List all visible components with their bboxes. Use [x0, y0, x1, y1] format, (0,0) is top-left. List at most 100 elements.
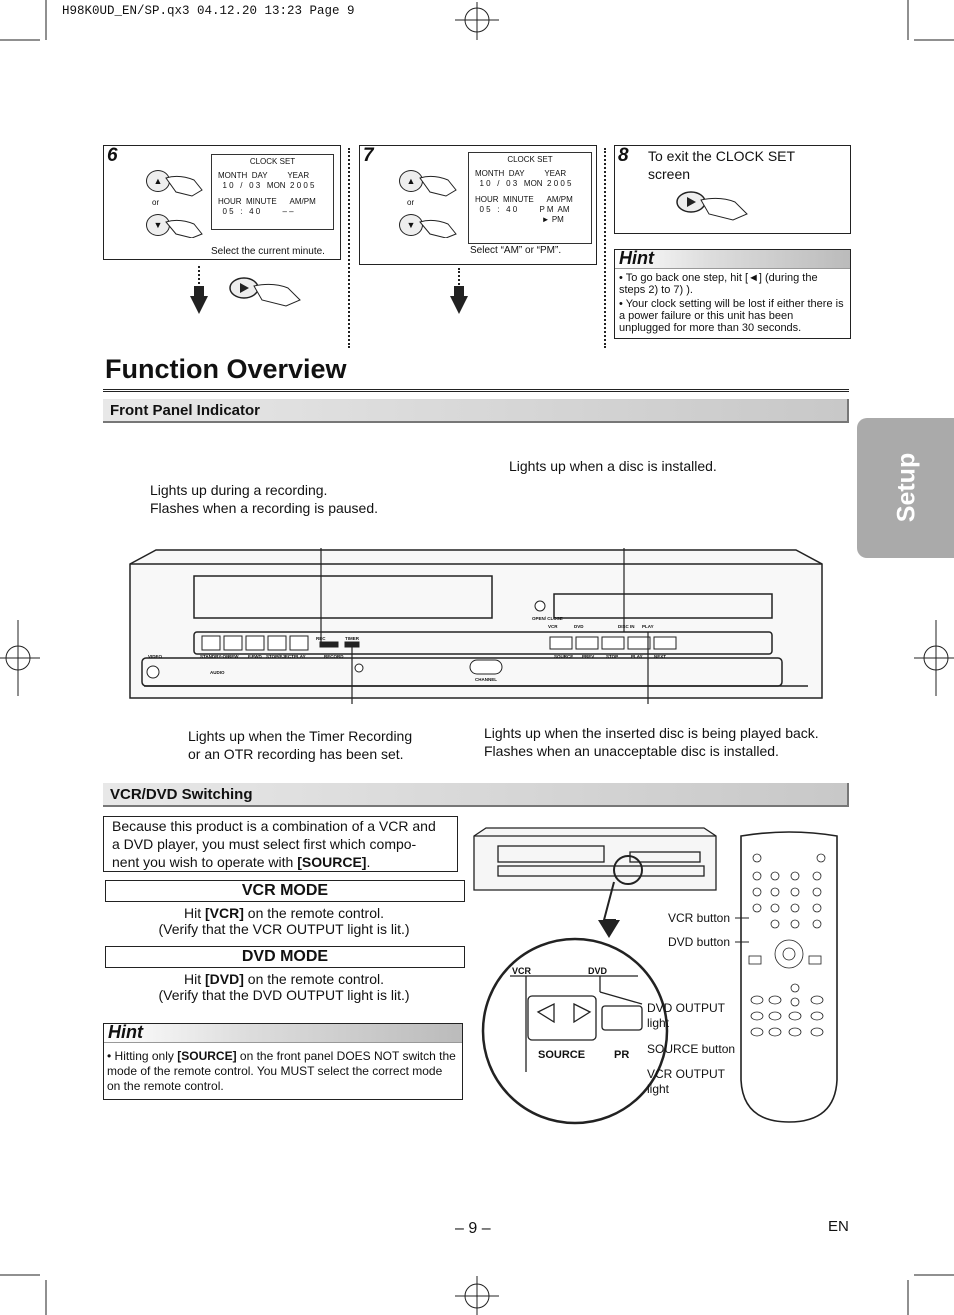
text: on the front panel DOES NOT switch the m… — [107, 1049, 456, 1093]
lcd-line: ► PM — [475, 215, 564, 224]
lcd-title: CLOCK SET — [249, 157, 296, 166]
step-6-panel: 6 ▲ or ▼ CLOCK SET MONTH DAY YEAR 1 0 / … — [103, 145, 341, 260]
zoom-vcr-label: VCR — [512, 966, 532, 976]
lcd-line: HOUR MINUTE AM/PM — [218, 197, 316, 206]
lcd-line: 0 5 : 4 0 – – — [218, 207, 294, 216]
hint-header — [104, 1024, 462, 1043]
label-source: SOURCE — [554, 654, 573, 659]
hint-header — [615, 250, 850, 269]
step-8-text: screen — [648, 166, 691, 182]
hint-box: Hint • Hitting only [SOURCE] on the fron… — [103, 1022, 463, 1100]
callout-timer-2: or an OTR recording has been set. — [188, 746, 404, 762]
step-7-caption: Select “AM” or “PM”. — [470, 245, 562, 256]
section-title: VCR/DVD Switching — [110, 786, 253, 803]
intro-line: a DVD player, you must select first whic… — [112, 836, 417, 852]
source-keyword: [SOURCE] — [297, 854, 367, 870]
clock-set-display: CLOCK SET MONTH DAY YEAR 1 0 / 0 3 MON 2… — [468, 152, 592, 244]
vcr-mode-title: VCR MODE — [105, 880, 465, 902]
side-tab: Setup — [857, 418, 954, 558]
intro-line: nent you wish to operate with — [112, 854, 298, 870]
dvd-mode-title: DVD MODE — [105, 946, 465, 968]
label-rew: REW — [228, 654, 239, 659]
clock-set-display: CLOCK SET MONTH DAY YEAR 1 0 / 0 3 MON 2… — [211, 154, 334, 230]
step-7-panel: 7 ▲ or ▼ CLOCK SET MONTH DAY YEAR 1 0 / … — [359, 145, 597, 265]
label-record: RECORD — [324, 654, 344, 659]
label-disc-in: DISC IN — [618, 624, 635, 629]
play-button-press-icon — [229, 277, 301, 307]
dvd-output-callout: DVD OUTPUT — [647, 1001, 725, 1015]
hint-title: Hint — [619, 248, 654, 268]
label-vcr: VCR — [548, 624, 558, 629]
lcd-line: 1 0 / 0 3 MON 2 0 0 5 — [475, 179, 572, 188]
dvd-button-callout: DVD button — [668, 935, 731, 949]
lcd-line: 1 0 / 0 3 MON 2 0 0 5 — [218, 181, 315, 190]
text: on the remote control. — [243, 905, 384, 921]
section-title: Front Panel Indicator — [110, 402, 261, 419]
unit-zoom-drawing: VCR DVD SOURCE PR — [473, 827, 717, 1125]
step-6-caption: Select the current minute. — [211, 246, 325, 257]
dvd-output-callout: light — [647, 1016, 670, 1030]
page-title: Function Overview — [105, 354, 347, 384]
dotted-line — [348, 148, 350, 348]
lcd-line: MONTH DAY YEAR — [218, 171, 310, 180]
lcd-line: HOUR MINUTE AM/PM — [475, 195, 573, 204]
dotted-line — [604, 148, 606, 348]
side-tab-label: Setup — [892, 452, 921, 523]
label-ffwd: F.FWD — [248, 654, 262, 659]
up-arrow-icon: ▲ — [399, 170, 423, 192]
language-label: EN — [828, 1218, 849, 1235]
label-standby: STANDBY-ON — [200, 654, 229, 659]
callout-disc-in: Lights up when a disc is installed. — [509, 458, 717, 474]
step-8-text: To exit the CLOCK SET — [648, 148, 796, 164]
down-arrow-icon — [598, 920, 620, 938]
label-play-indicator: PLAY — [642, 624, 654, 629]
vcr-button-callout: VCR button — [668, 911, 731, 925]
intro-box: Because this product is a combination of… — [103, 816, 458, 872]
label-dvd: DVD — [574, 624, 584, 629]
label-timer: TIMER — [345, 636, 360, 641]
vcr-mode-instruction: Hit [VCR] on the remote control. (Verify… — [103, 905, 465, 937]
section-header: Front Panel Indicator — [103, 399, 849, 423]
hint-text: • Hitting only [SOURCE] on the front pan… — [107, 1049, 457, 1094]
title-rule — [103, 389, 849, 395]
lcd-title: CLOCK SET — [507, 155, 553, 164]
remote-control-drawing — [735, 831, 838, 1123]
text: (Verify that the VCR OUTPUT light is lit… — [158, 921, 410, 937]
front-panel-drawing: STANDBY-ON REW F.FWD STOP/EJECT PLAY REC… — [129, 548, 823, 704]
source-keyword: [SOURCE] — [177, 1049, 237, 1063]
lcd-line: MONTH DAY YEAR — [475, 169, 567, 178]
hint-box: Hint • To go back one step, hit [◄] (dur… — [614, 248, 851, 339]
dotted-line — [458, 268, 460, 288]
label-audio: AUDIO — [210, 670, 225, 675]
down-arrow-icon — [450, 286, 468, 314]
down-arrow-icon: ▼ — [399, 214, 423, 236]
zoom-source-label: SOURCE — [538, 1049, 585, 1061]
label-video: VIDEO — [148, 654, 163, 659]
pointing-hand-icon — [419, 175, 457, 238]
text: on the remote control. — [243, 971, 384, 987]
callout-timer-1: Lights up when the Timer Recording — [188, 728, 413, 744]
hint-title: Hint — [108, 1022, 143, 1042]
or-label: or — [407, 198, 415, 207]
callout-rec-1: Lights up during a recording. — [150, 482, 328, 498]
label-open-close: OPEN/ CLOSE — [532, 616, 563, 621]
zoom-dvd-label: DVD — [588, 966, 608, 976]
vcr-keyword: [VCR] — [205, 905, 244, 921]
intro-line: Because this product is a combination of… — [112, 818, 436, 834]
vcr-output-callout: light — [647, 1082, 670, 1096]
page-number: – 9 – — [455, 1220, 491, 1237]
label-channel: CHANNEL — [475, 677, 497, 682]
source-button-callout: SOURCE button — [647, 1042, 736, 1056]
step-8-number: 8 — [618, 145, 629, 166]
or-label: or — [152, 198, 160, 207]
label-play: PLAY — [294, 654, 306, 659]
step-7-number: 7 — [363, 145, 374, 166]
label-stop-eject: STOP/EJECT — [266, 654, 294, 659]
label-stop: STOP — [606, 654, 618, 659]
down-arrow-icon — [190, 286, 208, 314]
text: • Hitting only — [107, 1049, 178, 1063]
step-6-number: 6 — [107, 145, 118, 166]
pointing-hand-icon — [165, 175, 203, 238]
file-info: H98K0UD_EN/SP.qx3 04.12.20 13:23 Page 9 — [62, 4, 355, 18]
